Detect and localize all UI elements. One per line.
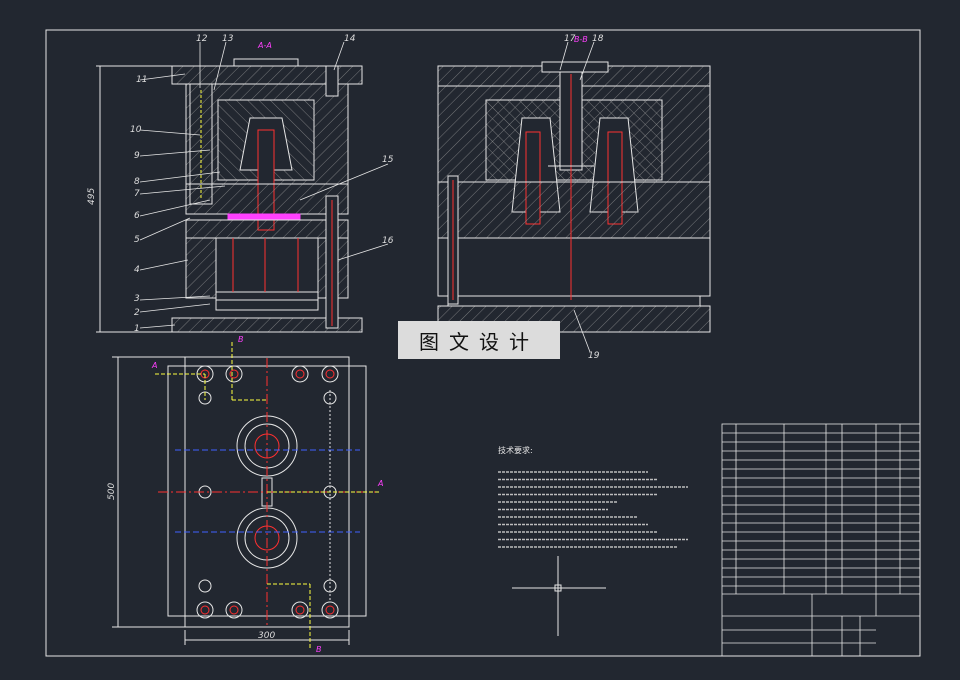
section-aa-view xyxy=(171,58,363,333)
right-leaders xyxy=(559,41,595,353)
section-aa-title: A-A xyxy=(257,41,272,50)
part-label-16: 16 xyxy=(382,236,394,246)
part-label-12: 12 xyxy=(196,34,208,44)
part-label-17: 17 xyxy=(564,34,576,44)
outer-frame xyxy=(45,29,921,657)
part-label-10: 10 xyxy=(130,125,142,135)
part-label-4: 4 xyxy=(134,265,140,275)
part-label-18: 18 xyxy=(592,34,604,44)
section-bb-view xyxy=(437,61,711,333)
part-label-1: 1 xyxy=(134,324,140,334)
section-bb-title: B-B xyxy=(574,35,588,44)
plan-height-dimension-label: 500 xyxy=(107,483,117,500)
part-label-3: 3 xyxy=(134,294,140,304)
part-label-11: 11 xyxy=(136,75,147,85)
watermark: 图文设计 xyxy=(398,321,560,359)
part-label-6: 6 xyxy=(134,211,140,221)
plan-centerlines xyxy=(155,342,380,648)
part-label-2: 2 xyxy=(134,308,140,318)
part-label-14: 14 xyxy=(344,34,356,44)
plan-mark-b-top: B xyxy=(238,335,244,344)
part-label-5: 5 xyxy=(134,235,140,245)
crosshair-cursor xyxy=(512,556,606,636)
height-dimension xyxy=(96,65,172,333)
part-label-13: 13 xyxy=(222,34,234,44)
height-dimension-label: 495 xyxy=(87,188,97,205)
plan-mark-b-bottom: B xyxy=(316,645,322,654)
part-label-15: 15 xyxy=(382,155,394,165)
part-label-19: 19 xyxy=(588,351,600,361)
part-number-labels-left: 1 2 3 4 5 6 7 8 9 10 11 12 13 14 15 16 A… xyxy=(130,34,394,334)
part-label-9: 9 xyxy=(134,151,140,161)
part-label-8: 8 xyxy=(134,177,140,187)
plan-width-dimension-label: 300 xyxy=(258,631,275,641)
tech-requirements-title: 技术要求: xyxy=(498,445,533,455)
plan-mark-a-right: A xyxy=(377,479,383,488)
plan-mark-a-left: A xyxy=(151,361,157,370)
part-label-7: 7 xyxy=(134,189,140,199)
tech-requirements-lines xyxy=(498,471,688,548)
bom-table xyxy=(721,423,921,657)
left-leaders xyxy=(139,41,389,329)
